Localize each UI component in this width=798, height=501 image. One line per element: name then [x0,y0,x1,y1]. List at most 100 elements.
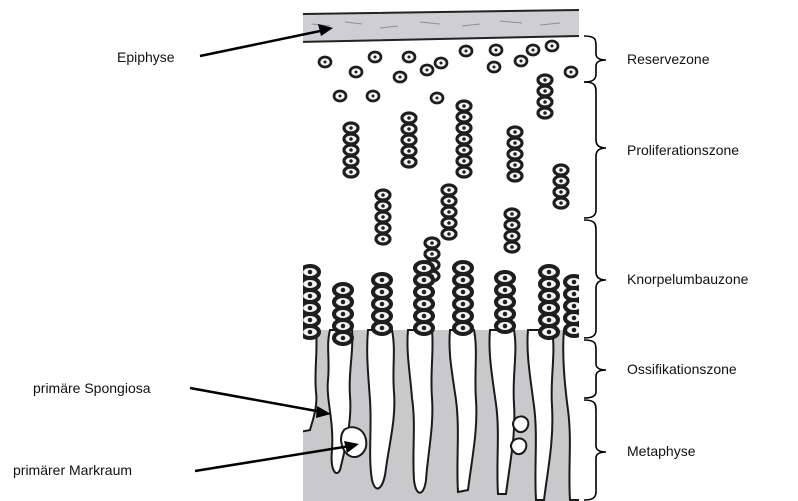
proliferating-cell-nucleus [513,141,517,145]
reserve-cell-nucleus [426,69,429,72]
proliferating-cell-nucleus [543,78,547,82]
label-knorpelumbauzone: Knorpelumbauzone [627,271,749,287]
proliferating-cell-nucleus [381,237,385,241]
hypertrophic-cell-nucleus [547,330,552,335]
epiphyseal-bone-band [300,10,580,42]
proliferating-cell-nucleus [513,152,517,156]
hypertrophic-cell-nucleus [461,266,466,271]
reserve-cell-nucleus [374,56,377,59]
proliferating-cell-nucleus [381,193,385,197]
label-reservezone: Reservezone [627,51,710,67]
hypertrophic-cell-nucleus [341,300,346,305]
proliferating-cell-nucleus [381,204,385,208]
proliferating-cell-nucleus [407,160,411,164]
hypertrophic-cell-nucleus [547,306,552,311]
proliferating-cell-nucleus [513,163,517,167]
zone-braces [584,36,606,500]
reserve-cell-nucleus [495,49,498,52]
proliferating-cell-nucleus [407,127,411,131]
proliferating-cell-nucleus [513,130,517,134]
hypertrophic-cell-nucleus [422,326,427,331]
histology-drawing [300,8,583,501]
proliferating-cell-nucleus [381,226,385,230]
hypertrophic-cell-nucleus [572,292,577,297]
proliferating-cell-nucleus [559,179,563,183]
proliferating-cell-nucleus [510,223,514,227]
hypertrophic-cell-nucleus [503,276,508,281]
proliferating-cell-nucleus [462,159,466,163]
proliferating-cell-nucleus [462,170,466,174]
hypertrophic-cell-nucleus [503,312,508,317]
hypertrophic-cell-nucleus [422,278,427,283]
hypertrophic-cell-nucleus [572,316,577,321]
reserve-cell-nucleus [408,56,411,59]
reserve-cell-nucleus [324,61,327,64]
proliferating-cell-nucleus [462,115,466,119]
proliferating-cell-nucleus [510,245,514,249]
brace-metaphyse [584,400,606,500]
hypertrophic-cell-nucleus [547,318,552,323]
hypertrophic-cell-nucleus [422,266,427,271]
proliferating-cell-nucleus [543,89,547,93]
proliferating-cell-nucleus [349,159,353,163]
hypertrophic-cell-nucleus [380,314,385,319]
proliferating-cell-nucleus [513,174,517,178]
proliferating-cell-nucleus [447,199,451,203]
hypertrophic-cell-nucleus [380,290,385,295]
proliferating-cell-nucleus [349,170,353,174]
hypertrophic-cell-nucleus [461,290,466,295]
proliferating-cell-nucleus [559,190,563,194]
reserve-cell-nucleus [436,97,439,100]
hypertrophic-cell-nucleus [572,328,577,333]
hypertrophic-cell-nucleus [461,326,466,331]
hypertrophic-cell-nucleus [503,288,508,293]
hypertrophic-cell-nucleus [308,282,313,287]
reserve-cell-nucleus [372,95,375,98]
hypertrophic-cell-nucleus [380,278,385,283]
label-metaphyse: Metaphyse [627,443,696,459]
proliferating-cell-nucleus [349,137,353,141]
proliferating-cell-nucleus [462,104,466,108]
proliferating-cell-nucleus [349,148,353,152]
label-primaere-spongiosa: primäre Spongiosa [33,380,151,396]
reserve-cell-nucleus [532,49,535,52]
proliferating-cell-nucleus [407,138,411,142]
brace-reservezone [584,36,606,82]
proliferating-cell-nucleus [447,188,451,192]
label-primaerer-markraum: primärer Markraum [13,462,132,478]
hypertrophic-cell-nucleus [547,294,552,299]
hypertrophic-cell-nucleus [308,270,313,275]
hypertrophic-cell-nucleus [341,324,346,329]
proliferating-cell-nucleus [447,221,451,225]
proliferating-cell-nucleus [462,148,466,152]
brace-knorpelumbauzone [584,220,606,338]
hypertrophic-cell-nucleus [380,326,385,331]
proliferating-cell-nucleus [447,232,451,236]
hypertrophic-cell-nucleus [547,282,552,287]
hypertrophic-cell-nucleus [308,294,313,299]
proliferating-cell-nucleus [462,126,466,130]
hypertrophic-cell-nucleus [461,302,466,307]
proliferating-cell-nucleus [430,252,434,256]
proliferating-cell-nucleus [407,116,411,120]
proliferating-cell-nucleus [510,212,514,216]
reserve-cell-nucleus [339,95,342,98]
hypertrophic-cell-nucleus [341,312,346,317]
brace-ossifikationszone [584,340,606,398]
label-proliferationszone: Proliferationszone [627,142,739,158]
hypertrophic-cell-nucleus [572,304,577,309]
reserve-cell-nucleus [493,66,496,69]
proliferating-cell-nucleus [559,201,563,205]
reserve-cell-nucleus [465,50,468,53]
hypertrophic-cell-nucleus [308,330,313,335]
reserve-cell-nucleus [355,71,358,74]
hypertrophic-cell-nucleus [461,278,466,283]
hypertrophic-cell-nucleus [547,270,552,275]
reserve-cell-nucleus [570,71,573,74]
reserve-cell-nucleus [520,60,523,63]
proliferating-cell-nucleus [543,111,547,115]
reserve-cell-nucleus [440,62,443,65]
hypertrophic-cell-nucleus [503,324,508,329]
proliferating-cell-nucleus [349,126,353,130]
